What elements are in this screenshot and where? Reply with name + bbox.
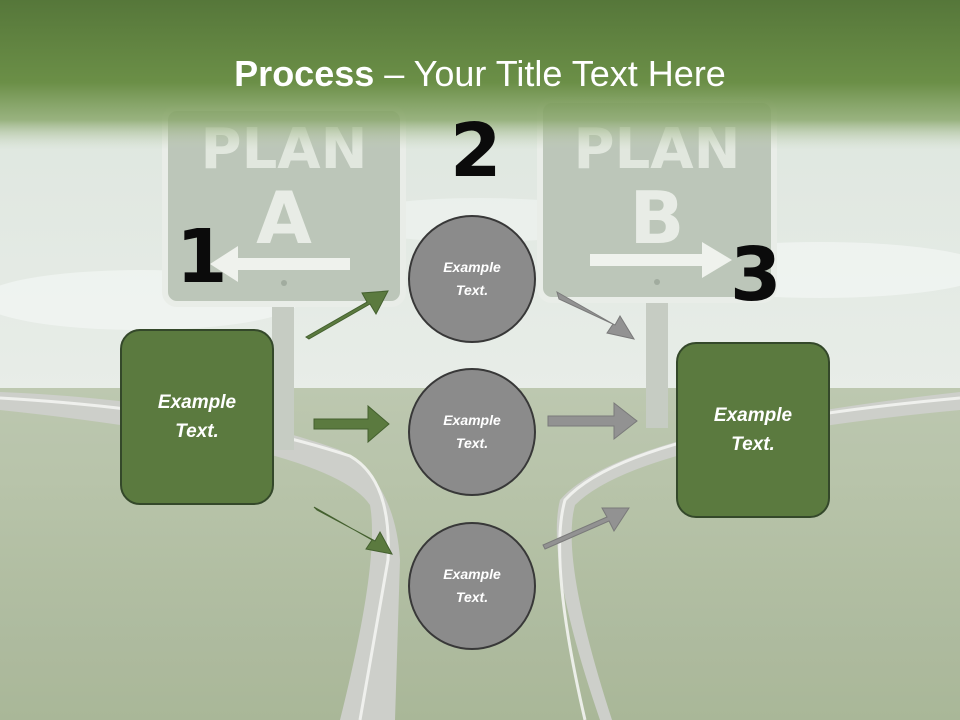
step-number-3: 3 — [730, 232, 782, 318]
circle-top-text: Example Text. — [443, 259, 501, 298]
left-box-text: Example Text. — [157, 392, 237, 442]
circle-bottom: Example Text. — [408, 522, 536, 650]
page-title: Process – Your Title Text Here — [0, 52, 960, 96]
title-rest: – Your Title Text Here — [374, 53, 726, 94]
title-bar — [0, 0, 960, 150]
right-box-text: Example Text. — [713, 405, 793, 455]
step-number-1: 1 — [176, 214, 228, 300]
sign-b-letter: B — [630, 176, 685, 260]
left-example-box: Example Text. — [120, 329, 274, 505]
title-bold: Process — [234, 53, 375, 94]
circle-middle-text: Example Text. — [443, 412, 501, 451]
circle-bottom-text: Example Text. — [443, 566, 501, 605]
step-number-2: 2 — [450, 108, 502, 194]
right-example-box: Example Text. — [676, 342, 830, 518]
circle-middle: Example Text. — [408, 368, 536, 496]
circle-top: Example Text. — [408, 215, 536, 343]
sign-a-letter: A — [256, 176, 312, 260]
